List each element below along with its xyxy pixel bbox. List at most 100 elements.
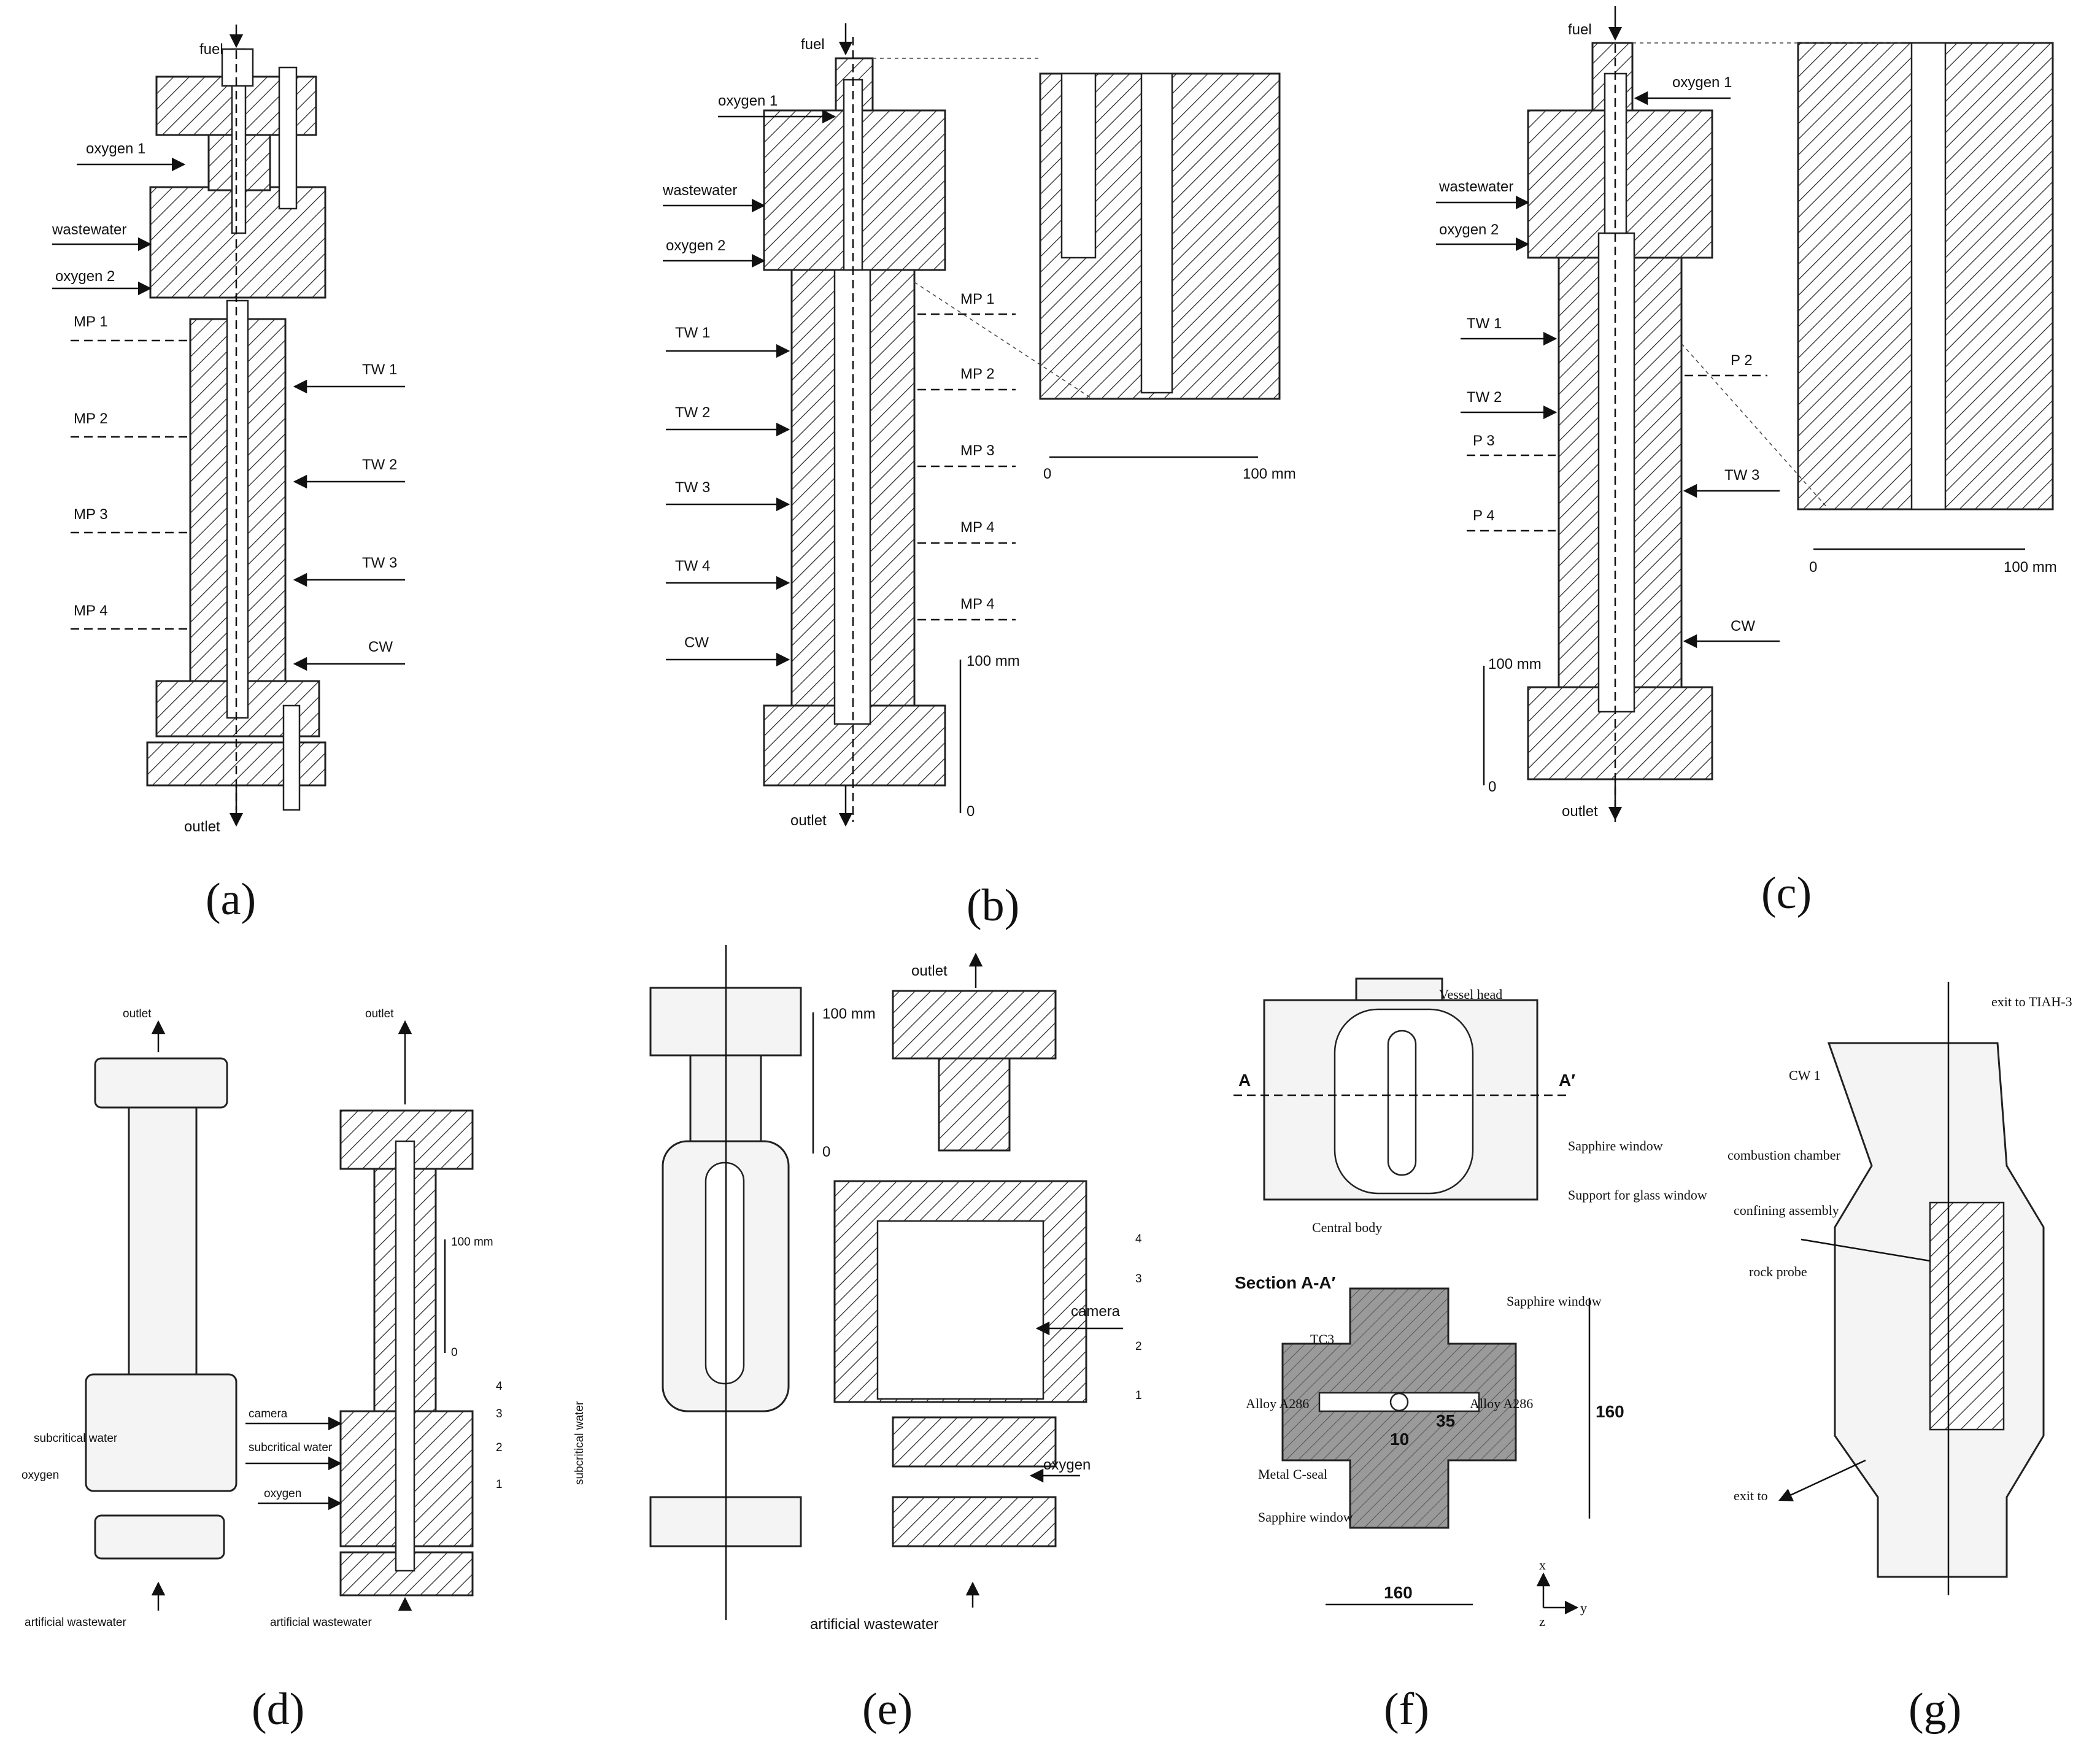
outlet-label: outlet bbox=[1562, 803, 1598, 820]
top-cap bbox=[94, 1057, 228, 1109]
oxygen-label-right: oxygen bbox=[264, 1487, 301, 1500]
bottom-flange-section bbox=[892, 1496, 1057, 1547]
item-3: 3 bbox=[1135, 1273, 1142, 1285]
item-1: 1 bbox=[496, 1478, 503, 1491]
panel-g: exit to TIAH-3 CW 1 combustion chamber c… bbox=[1727, 982, 2072, 1735]
oxygen2-label: oxygen 2 bbox=[1439, 221, 1499, 238]
panel-label-a: (a) bbox=[206, 874, 256, 925]
section-center bbox=[1389, 1392, 1409, 1412]
panel-d: outlet subcritical water oxygen artifici… bbox=[21, 1007, 503, 1735]
oxygen-label-left: oxygen bbox=[21, 1469, 59, 1482]
tw1-label: TW 1 bbox=[362, 361, 397, 378]
camera-label: camera bbox=[1071, 1303, 1121, 1320]
wastewater-label: wastewater bbox=[662, 182, 737, 199]
neck-section bbox=[938, 1057, 1011, 1152]
scale-zero: 0 bbox=[822, 1144, 830, 1160]
scale-label: 100 mm bbox=[822, 1006, 876, 1022]
tw1-label: TW 1 bbox=[1467, 315, 1502, 332]
central-body-label: Central body bbox=[1312, 1220, 1382, 1235]
reactor-bore bbox=[1597, 232, 1635, 713]
scale-zero: 0 bbox=[451, 1346, 458, 1359]
wastewater-label: artificial wastewater bbox=[810, 1616, 938, 1633]
cw-label: CW bbox=[1731, 618, 1755, 634]
metal-cseal-label: Metal C-seal bbox=[1258, 1466, 1327, 1482]
outlet-label: outlet bbox=[184, 819, 220, 835]
rock-probe bbox=[1929, 1201, 2005, 1431]
subcritical-water-label-right: subcritical water bbox=[249, 1441, 333, 1454]
tw4-label: TW 4 bbox=[675, 558, 710, 574]
bolt-lower bbox=[282, 704, 301, 811]
scale-top: 100 mm bbox=[1488, 656, 1542, 672]
oxygen2-label: oxygen 2 bbox=[55, 268, 115, 285]
cw1-label: CW 1 bbox=[1789, 1068, 1821, 1083]
cw-label: CW bbox=[368, 639, 393, 655]
mp4b-label: MP 4 bbox=[960, 596, 995, 612]
cw-label: CW bbox=[684, 634, 709, 651]
item-2: 2 bbox=[1135, 1340, 1142, 1353]
tw3-label: TW 3 bbox=[362, 555, 397, 571]
window-chamber bbox=[876, 1220, 1044, 1400]
tw2-label: TW 2 bbox=[1467, 389, 1502, 406]
scale-top: 100 mm bbox=[967, 653, 1020, 669]
sapphire-window-top-label: Sapphire window bbox=[1507, 1293, 1602, 1309]
wastewater-label-left: artificial wastewater bbox=[25, 1616, 126, 1629]
detail-bolt bbox=[1060, 72, 1097, 259]
wastewater-label: wastewater bbox=[1438, 179, 1513, 195]
oxygen1-label: oxygen 1 bbox=[86, 141, 145, 157]
tw3-label: TW 3 bbox=[1724, 467, 1759, 483]
bolt-upper bbox=[278, 66, 298, 210]
mp3-label: MP 3 bbox=[960, 442, 995, 459]
reactor-bore bbox=[226, 299, 249, 719]
panel-label-b: (b) bbox=[967, 880, 1019, 931]
wastewater-label: wastewater bbox=[52, 221, 126, 238]
mp4-label: MP 4 bbox=[74, 603, 108, 619]
alloy-right-label: Alloy A286 bbox=[1470, 1396, 1533, 1411]
outlet-label: outlet bbox=[790, 812, 827, 829]
dim-160-horizontal-label: 160 bbox=[1384, 1583, 1413, 1602]
scale-zero: 0 bbox=[1488, 779, 1496, 795]
section-mark-a: A bbox=[1238, 1071, 1251, 1090]
vessel-head-label: Vessel head bbox=[1439, 987, 1502, 1002]
z-axis-label: z bbox=[1539, 1614, 1545, 1629]
oxygen2-label: oxygen 2 bbox=[666, 237, 725, 254]
item-4: 4 bbox=[496, 1380, 503, 1393]
outlet-label: outlet bbox=[911, 963, 948, 979]
item-3: 3 bbox=[496, 1408, 503, 1420]
dim-160-vertical-label: 160 bbox=[1596, 1402, 1624, 1421]
combustion-chamber-label: combustion chamber bbox=[1727, 1147, 1841, 1163]
panel-e: subcritical water 100 mm 0 outlet camera… bbox=[573, 945, 1142, 1735]
tw2-label: TW 2 bbox=[675, 404, 710, 421]
support-glass-label: Support for glass window bbox=[1568, 1187, 1707, 1203]
detail-leader-bottom bbox=[1681, 343, 1829, 510]
alloy-left-label: Alloy A286 bbox=[1246, 1396, 1309, 1411]
tw1-label: TW 1 bbox=[675, 325, 710, 341]
rock-probe-label: rock probe bbox=[1749, 1264, 1807, 1279]
p2-label: P 2 bbox=[1731, 352, 1753, 369]
panel-b: 0 100 mm fuel oxygen 1 wastewater oxygen… bbox=[662, 23, 1296, 931]
top-flange-section bbox=[892, 990, 1057, 1060]
subcritical-water-label: subcritical water bbox=[573, 1401, 586, 1485]
detail-scale-label: 100 mm bbox=[1243, 466, 1296, 482]
p4-label: P 4 bbox=[1473, 507, 1495, 524]
window-slot bbox=[705, 1161, 745, 1385]
base-block bbox=[85, 1373, 237, 1492]
subcritical-water-label-left: subcritical water bbox=[34, 1432, 118, 1445]
panel-label-d: (d) bbox=[252, 1684, 304, 1735]
confining-assembly-label: confining assembly bbox=[1734, 1203, 1839, 1218]
bore-section bbox=[395, 1140, 415, 1572]
detail-scale-zero: 0 bbox=[1043, 466, 1051, 482]
detail-leader-bottom bbox=[914, 282, 1093, 399]
detail-bore bbox=[1140, 72, 1173, 394]
panel-c: 0 100 mm fuel oxygen 1 wastewater oxygen… bbox=[1436, 6, 2057, 919]
mp1-label: MP 1 bbox=[74, 314, 108, 330]
tw3-label: TW 3 bbox=[675, 479, 710, 496]
y-axis-label: y bbox=[1580, 1600, 1587, 1616]
panel-label-e: (e) bbox=[862, 1684, 913, 1735]
outlet-label-right: outlet bbox=[365, 1007, 394, 1020]
exit-arrow bbox=[1778, 1459, 1866, 1501]
item-2: 2 bbox=[496, 1441, 503, 1454]
outlet-label-left: outlet bbox=[123, 1007, 152, 1020]
dim-35: 35 bbox=[1436, 1411, 1455, 1430]
panel-label-g: (g) bbox=[1909, 1684, 1961, 1735]
detail-scale-zero: 0 bbox=[1809, 559, 1817, 576]
